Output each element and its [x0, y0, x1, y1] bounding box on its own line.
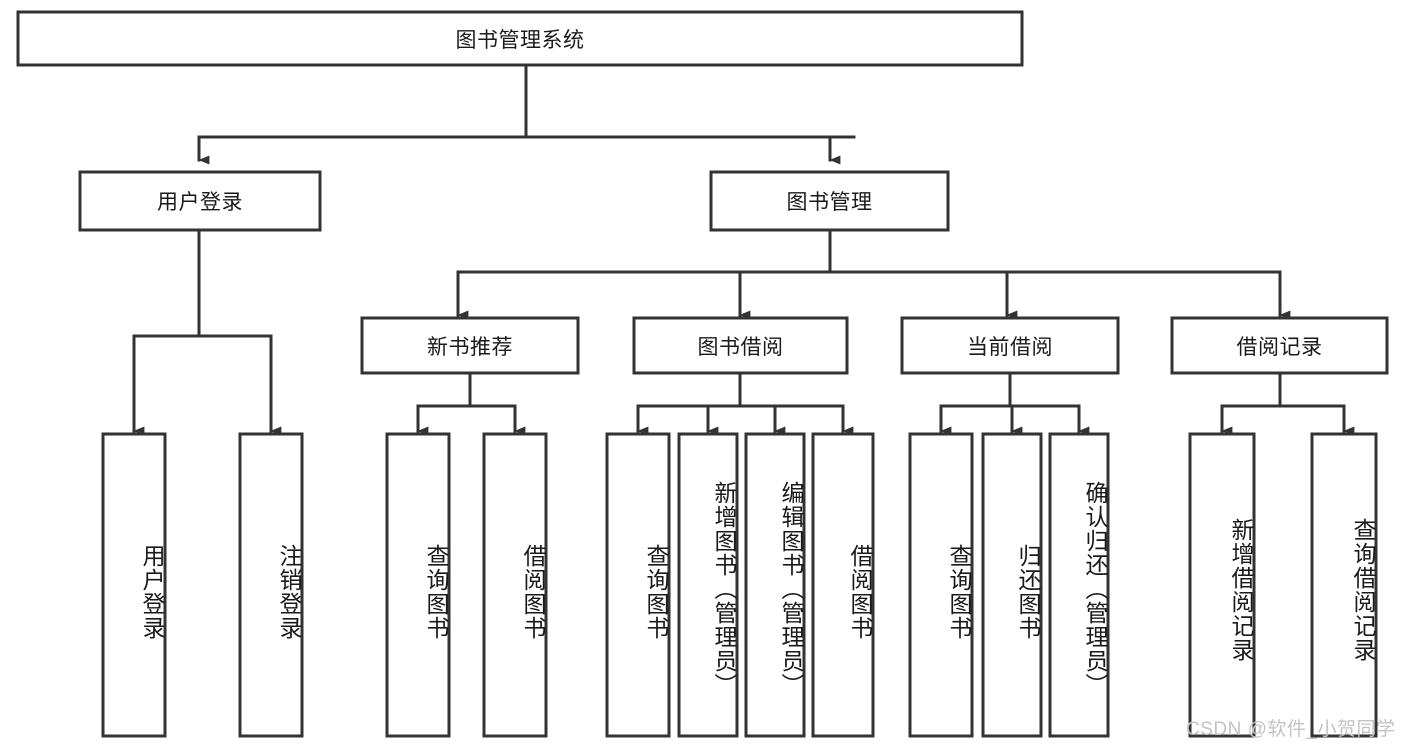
node-box-leaf-confirm-return[interactable]: [1048, 432, 1110, 738]
node-box-book-manage[interactable]: [709, 170, 950, 232]
node-box-current-borrow[interactable]: [900, 316, 1120, 375]
node-box-leaf-query-book-1[interactable]: [385, 432, 451, 738]
node-box-leaf-query-book-3[interactable]: [908, 432, 974, 738]
node-box-leaf-borrow-book-2[interactable]: [811, 432, 875, 738]
csdn-watermark: CSDN @软件_小贺同学: [1186, 719, 1396, 740]
node-box-leaf-edit-book[interactable]: [744, 432, 806, 738]
node-box-leaf-logout[interactable]: [238, 432, 304, 738]
node-box-leaf-return-book[interactable]: [981, 432, 1043, 738]
node-box-leaf-add-record[interactable]: [1188, 432, 1256, 738]
node-box-borrow-record[interactable]: [1170, 316, 1389, 375]
node-box-user-login[interactable]: [78, 170, 322, 232]
nodes-group: [16, 10, 1389, 738]
node-box-new-book-rec[interactable]: [360, 316, 580, 375]
node-box-leaf-add-book[interactable]: [677, 432, 739, 738]
node-box-root[interactable]: [16, 10, 1024, 67]
node-box-leaf-query-book-2[interactable]: [605, 432, 671, 738]
node-box-book-borrow[interactable]: [632, 316, 849, 375]
node-box-leaf-query-record[interactable]: [1310, 432, 1378, 738]
edges-group: [132, 63, 1355, 436]
node-box-leaf-borrow-book-1[interactable]: [482, 432, 548, 738]
node-box-leaf-user-login[interactable]: [101, 432, 167, 738]
